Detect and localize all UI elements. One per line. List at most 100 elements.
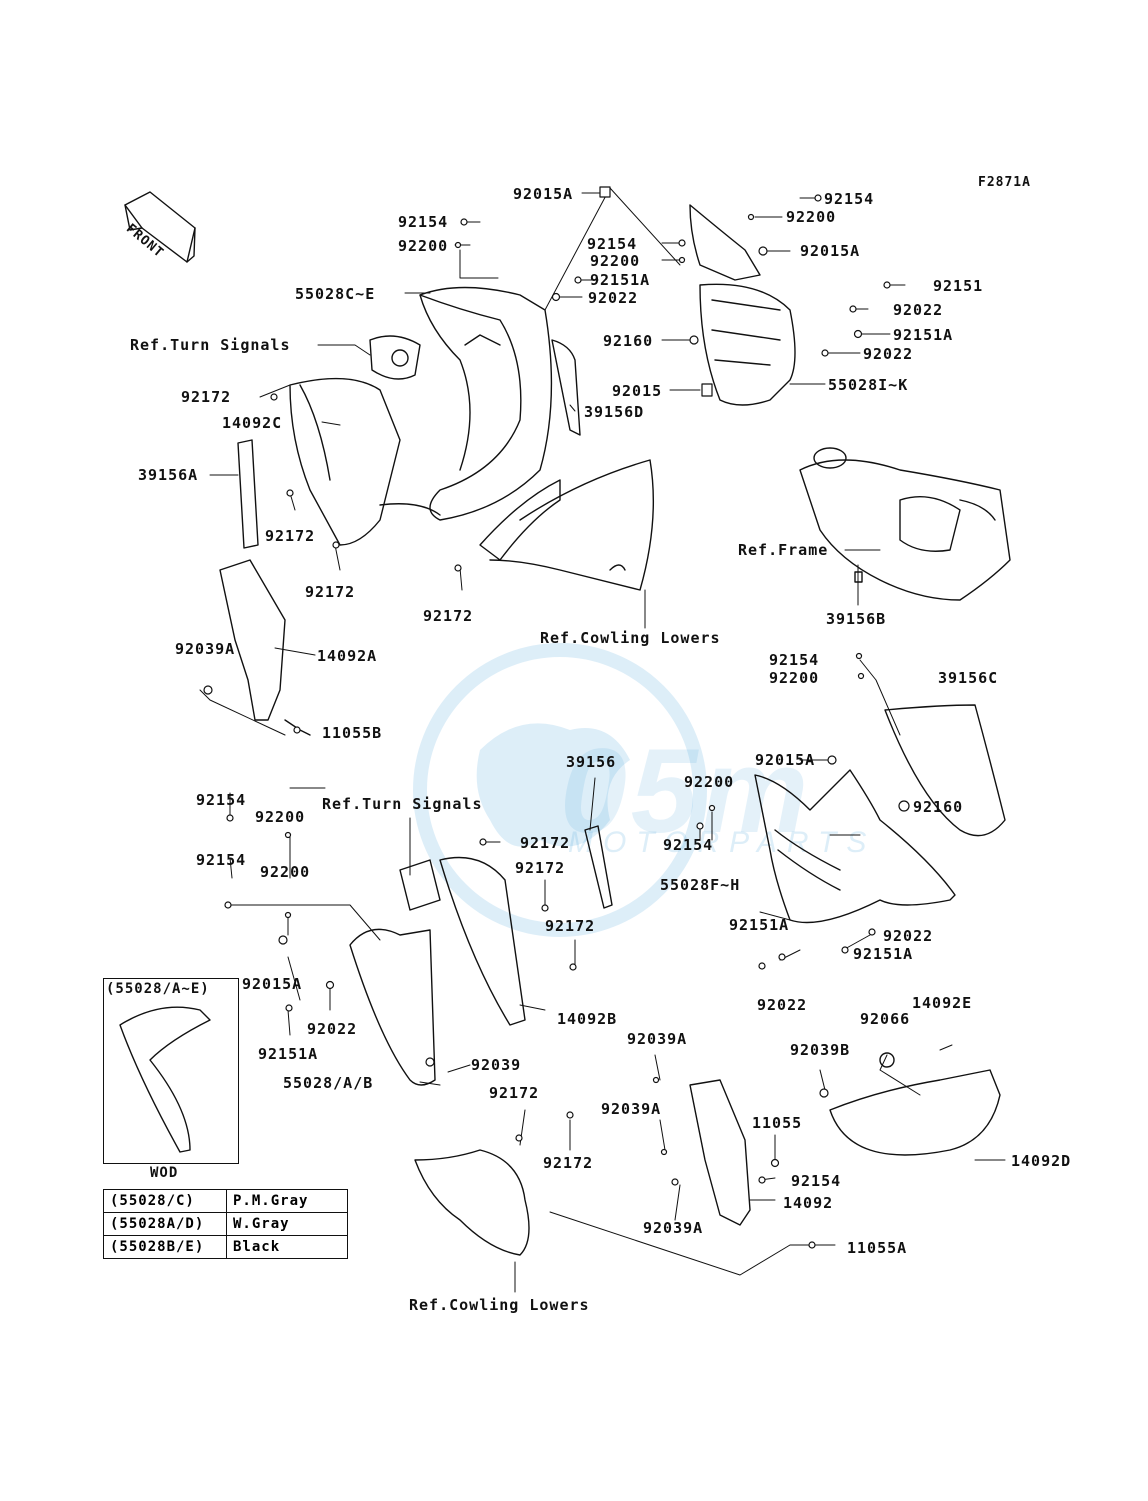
label-92015A: 92015A bbox=[242, 975, 303, 993]
label-55028C-E: 55028C~E bbox=[295, 285, 376, 303]
label-14092E: 14092E bbox=[912, 994, 973, 1012]
label-92200: 92200 bbox=[684, 773, 735, 791]
strip-39156D-part bbox=[551, 339, 581, 436]
label-39156: 39156 bbox=[566, 753, 617, 771]
front-arrow-icon bbox=[124, 191, 196, 263]
legend-code: (55028/C) bbox=[103, 1189, 227, 1213]
label-55028F-H: 55028F~H bbox=[660, 876, 741, 894]
label-39156C: 39156C bbox=[938, 669, 999, 687]
label-92154: 92154 bbox=[769, 651, 820, 669]
label-92022: 92022 bbox=[307, 1020, 358, 1038]
label-92200: 92200 bbox=[786, 208, 837, 226]
label-14092: 14092 bbox=[783, 1194, 834, 1212]
label-92172: 92172 bbox=[181, 388, 232, 406]
label-11055B: 11055B bbox=[322, 724, 383, 742]
inset-title: (55028/A~E) bbox=[106, 981, 210, 997]
label-92172: 92172 bbox=[305, 583, 356, 601]
label-ref-cowling-lowers: Ref.Cowling Lowers bbox=[540, 629, 721, 647]
label-14092C: 14092C bbox=[222, 414, 283, 432]
label-92022: 92022 bbox=[863, 345, 914, 363]
label-92160: 92160 bbox=[913, 798, 964, 816]
label-92039: 92039 bbox=[471, 1056, 522, 1074]
label-92154: 92154 bbox=[791, 1172, 842, 1190]
label-92022: 92022 bbox=[893, 301, 944, 319]
label-92172: 92172 bbox=[423, 607, 474, 625]
label-92015: 92015 bbox=[612, 382, 663, 400]
label-92151A: 92151A bbox=[853, 945, 914, 963]
label-92022: 92022 bbox=[588, 289, 639, 307]
label-39156B: 39156B bbox=[826, 610, 887, 628]
label-92172: 92172 bbox=[489, 1084, 540, 1102]
label-55028I-K: 55028I~K bbox=[828, 376, 909, 394]
right-upper-cowling-part bbox=[689, 204, 796, 406]
label-92151A: 92151A bbox=[590, 271, 651, 289]
frame-part bbox=[799, 447, 1011, 601]
label-39156A: 39156A bbox=[138, 466, 199, 484]
label-92022: 92022 bbox=[757, 996, 808, 1014]
label-55028-A-B: 55028/A/B bbox=[283, 1074, 374, 1092]
label-39156D: 39156D bbox=[584, 403, 645, 421]
label-92200: 92200 bbox=[255, 808, 306, 826]
legend-color: Black bbox=[226, 1235, 348, 1259]
label-92200: 92200 bbox=[260, 863, 311, 881]
label-ref-turn-signals: Ref.Turn Signals bbox=[322, 795, 483, 813]
label-92200: 92200 bbox=[769, 669, 820, 687]
strip-39156A-part bbox=[237, 439, 259, 549]
label-92154: 92154 bbox=[398, 213, 449, 231]
legend-row: (55028B/E) Black bbox=[103, 1235, 348, 1259]
inset-box bbox=[103, 978, 239, 1164]
label-92022: 92022 bbox=[883, 927, 934, 945]
label-11055A: 11055A bbox=[847, 1239, 908, 1257]
panel-39156C-part bbox=[884, 704, 1006, 837]
label-92039A: 92039A bbox=[627, 1030, 688, 1048]
left-side-cowling-part bbox=[349, 856, 526, 1086]
legend-row: (55028A/D) W.Gray bbox=[103, 1212, 348, 1236]
upper-cowling-part bbox=[289, 286, 553, 546]
legend-row: (55028/C) P.M.Gray bbox=[103, 1189, 348, 1213]
label-ref-turn-signals: Ref.Turn Signals bbox=[130, 336, 291, 354]
label-92015A-top: 92015A bbox=[513, 185, 574, 203]
label-92151A: 92151A bbox=[893, 326, 954, 344]
label-92154: 92154 bbox=[196, 851, 247, 869]
label-92039A: 92039A bbox=[175, 640, 236, 658]
label-92200: 92200 bbox=[590, 252, 641, 270]
label-92039A: 92039A bbox=[643, 1219, 704, 1237]
label-14092B: 14092B bbox=[557, 1010, 618, 1028]
right-side-cowling-part bbox=[754, 769, 956, 924]
legend-code: (55028A/D) bbox=[103, 1212, 227, 1236]
label-11055: 11055 bbox=[752, 1114, 803, 1132]
label-92172: 92172 bbox=[515, 859, 566, 877]
label-92066: 92066 bbox=[860, 1010, 911, 1028]
inset-caption: WOD bbox=[150, 1165, 179, 1181]
label-92039B: 92039B bbox=[790, 1041, 851, 1059]
label-92154: 92154 bbox=[196, 791, 247, 809]
label-92154: 92154 bbox=[663, 836, 714, 854]
label-14092D: 14092D bbox=[1011, 1152, 1072, 1170]
label-ref-frame: Ref.Frame bbox=[738, 541, 829, 559]
legend-code: (55028B/E) bbox=[103, 1235, 227, 1259]
label-92151: 92151 bbox=[933, 277, 984, 295]
label-92151A: 92151A bbox=[729, 916, 790, 934]
strip-39156-part bbox=[584, 825, 613, 909]
legend-color: W.Gray bbox=[226, 1212, 348, 1236]
color-legend-table: (55028/C) P.M.Gray (55028A/D) W.Gray (55… bbox=[103, 1189, 348, 1259]
watermark-sub-text: MOTORPARTS bbox=[568, 826, 877, 859]
label-92151A: 92151A bbox=[258, 1045, 319, 1063]
label-92200: 92200 bbox=[398, 237, 449, 255]
legend-color: P.M.Gray bbox=[226, 1189, 348, 1213]
label-92039A: 92039A bbox=[601, 1100, 662, 1118]
label-92015A: 92015A bbox=[800, 242, 861, 260]
figure-code: F2871A bbox=[978, 175, 1031, 190]
label-92154: 92154 bbox=[824, 190, 875, 208]
label-92154: 92154 bbox=[587, 235, 638, 253]
label-ref-cowling-lowers: Ref.Cowling Lowers bbox=[409, 1296, 590, 1314]
label-92172: 92172 bbox=[520, 834, 571, 852]
bracket-14092-part bbox=[689, 1079, 751, 1226]
cover-14092D-part bbox=[829, 1069, 1001, 1156]
label-92172: 92172 bbox=[543, 1154, 594, 1172]
inset-cowling-part bbox=[119, 1006, 211, 1153]
label-92015A: 92015A bbox=[755, 751, 816, 769]
label-92160: 92160 bbox=[603, 332, 654, 350]
label-92172: 92172 bbox=[265, 527, 316, 545]
